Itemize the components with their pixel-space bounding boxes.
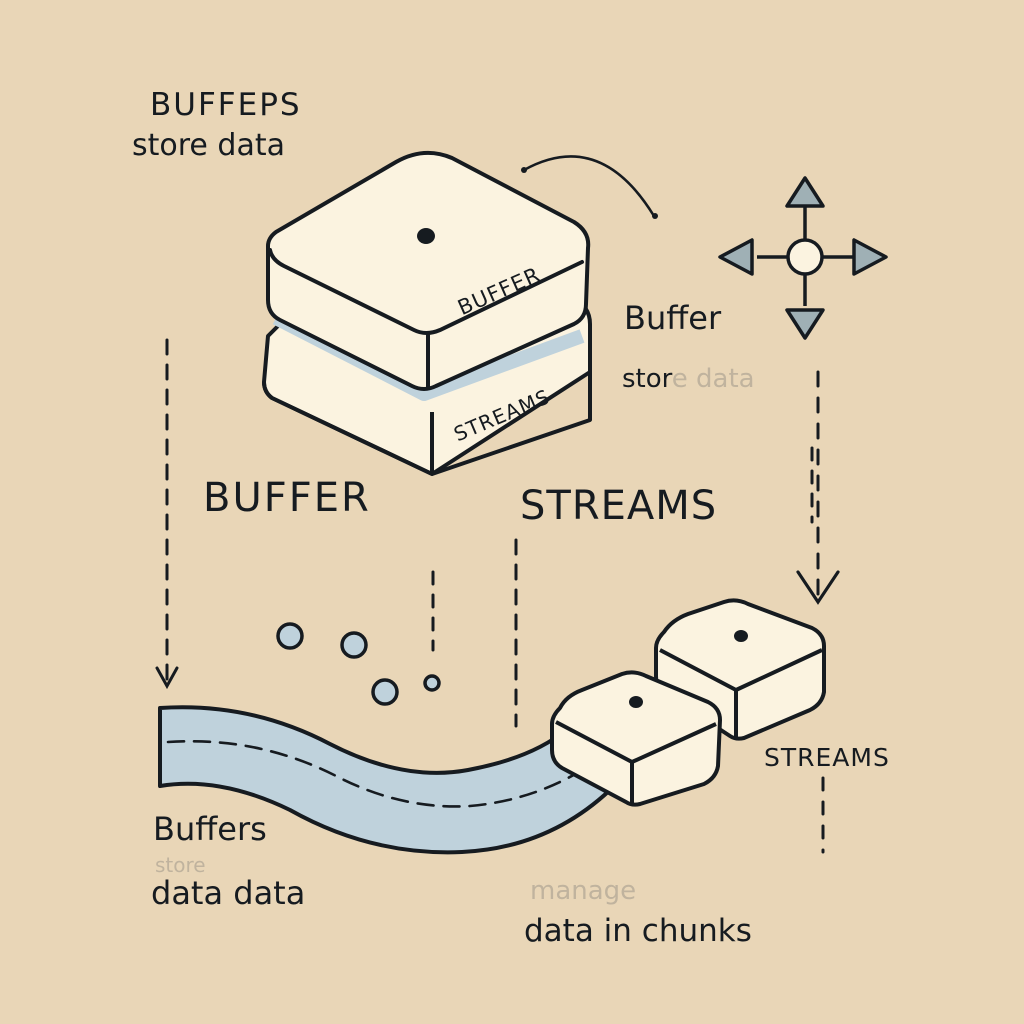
right-store-text: stor	[622, 364, 672, 394]
data-bubbles	[276, 622, 441, 706]
curved-arrow-icon	[522, 155, 656, 218]
dashed-down-arrow-icon	[155, 338, 179, 690]
right-store-faded: e data	[671, 364, 755, 394]
top-left-subtitle: store data	[132, 128, 285, 163]
bottom-left-subtitle: data data	[151, 874, 306, 912]
chunk-block-icon	[550, 598, 826, 807]
right-buffer-label: Buffer	[624, 299, 722, 337]
center-buffer-heading: BUFFER	[203, 475, 371, 521]
right-store-label: store data	[622, 366, 755, 392]
center-streams-heading: STREAMS	[520, 483, 718, 529]
top-left-title: BUFFEPS	[150, 87, 302, 123]
bottom-right-subtitle: data in chunks	[524, 913, 752, 949]
dashed-guides	[431, 446, 825, 854]
dashed-right-arrow	[796, 370, 840, 605]
bottom-left-faded: store	[155, 853, 206, 877]
chunk-streams-label: STREAMS	[764, 743, 890, 772]
buffer-block	[266, 150, 591, 391]
bottom-left-title: Buffers	[153, 810, 267, 848]
buffer-stack-icon	[262, 150, 592, 476]
bottom-right-faded: manage	[530, 876, 637, 906]
move-arrows-icon	[718, 176, 888, 340]
